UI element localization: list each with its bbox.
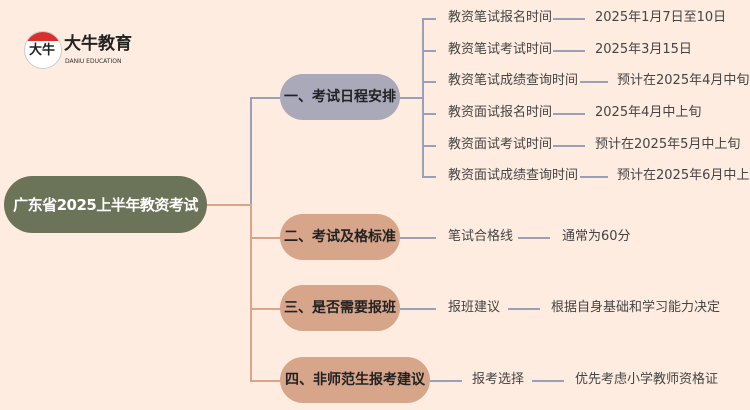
connector [250, 237, 280, 239]
connector [250, 97, 280, 99]
connector [553, 113, 585, 115]
leaf-key: 报班建议 [448, 300, 501, 315]
connector [508, 308, 540, 310]
leaf-value: 预计在2025年4月中旬 [617, 73, 750, 88]
branch-label: 一、考试日程安排 [284, 88, 396, 105]
leaf-key: 教资面试报名时间 [448, 105, 553, 120]
connector [422, 145, 436, 147]
leaf-value: 通常为60分 [562, 229, 631, 244]
branch-label: 四、非师范生报考建议 [285, 371, 425, 388]
branch-schedule[interactable]: 一、考试日程安排 [280, 74, 400, 120]
branch-pass-standard[interactable]: 二、考试及格标准 [280, 214, 400, 260]
leaf-key: 笔试合格线 [448, 229, 514, 244]
connector [400, 97, 423, 99]
leaf-value: 预计在2025年6月中上旬 [617, 168, 750, 183]
connector [422, 18, 436, 20]
connector [250, 380, 280, 382]
leaf-value: 2025年3月15日 [595, 42, 692, 57]
branch-label: 三、是否需要报班 [284, 299, 396, 316]
leaf-key: 教资面试成绩查询时间 [448, 168, 579, 183]
connector [580, 81, 608, 83]
leaf-value: 根据自身基础和学习能力决定 [551, 300, 721, 315]
connector [553, 50, 585, 52]
leaf-key: 教资面试考试时间 [448, 137, 553, 152]
logo-icon: 大牛 [24, 31, 62, 69]
leaf-key: 报考选择 [472, 372, 525, 387]
root-label: 广东省2025上半年教资考试 [13, 195, 198, 214]
leaf-key: 教资笔试考试时间 [448, 42, 553, 57]
connector [580, 176, 608, 178]
branch-non-normal-advice[interactable]: 四、非师范生报考建议 [280, 357, 430, 403]
connector [422, 176, 436, 178]
connector [422, 18, 424, 176]
leaf-value: 2025年4月中上旬 [595, 105, 702, 120]
connector [400, 237, 436, 239]
connector [250, 204, 252, 381]
logo-mark: 大牛 [29, 43, 56, 58]
root-node[interactable]: 广东省2025上半年教资考试 [4, 176, 207, 233]
connector [430, 380, 462, 382]
connector [553, 145, 585, 147]
branch-label: 二、考试及格标准 [284, 228, 396, 245]
leaf-value: 优先考虑小学教师资格证 [575, 372, 719, 387]
leaf-key: 教资笔试成绩查询时间 [448, 73, 579, 88]
logo-name: 大牛教育 [64, 34, 132, 54]
connector [250, 97, 252, 204]
leaf-value: 预计在2025年5月中上旬 [595, 137, 741, 152]
connector [422, 81, 436, 83]
connector [553, 18, 585, 20]
connector [422, 50, 436, 52]
connector [250, 308, 280, 310]
leaf-key: 教资笔试报名时间 [448, 10, 553, 25]
connector [518, 237, 550, 239]
logo-subtitle: DANIU EDUCATION [65, 58, 122, 65]
branch-training[interactable]: 三、是否需要报班 [280, 285, 400, 331]
connector [422, 113, 436, 115]
connector [532, 380, 564, 382]
leaf-value: 2025年1月7日至10日 [595, 10, 727, 25]
connector [400, 308, 436, 310]
connector [207, 204, 251, 206]
